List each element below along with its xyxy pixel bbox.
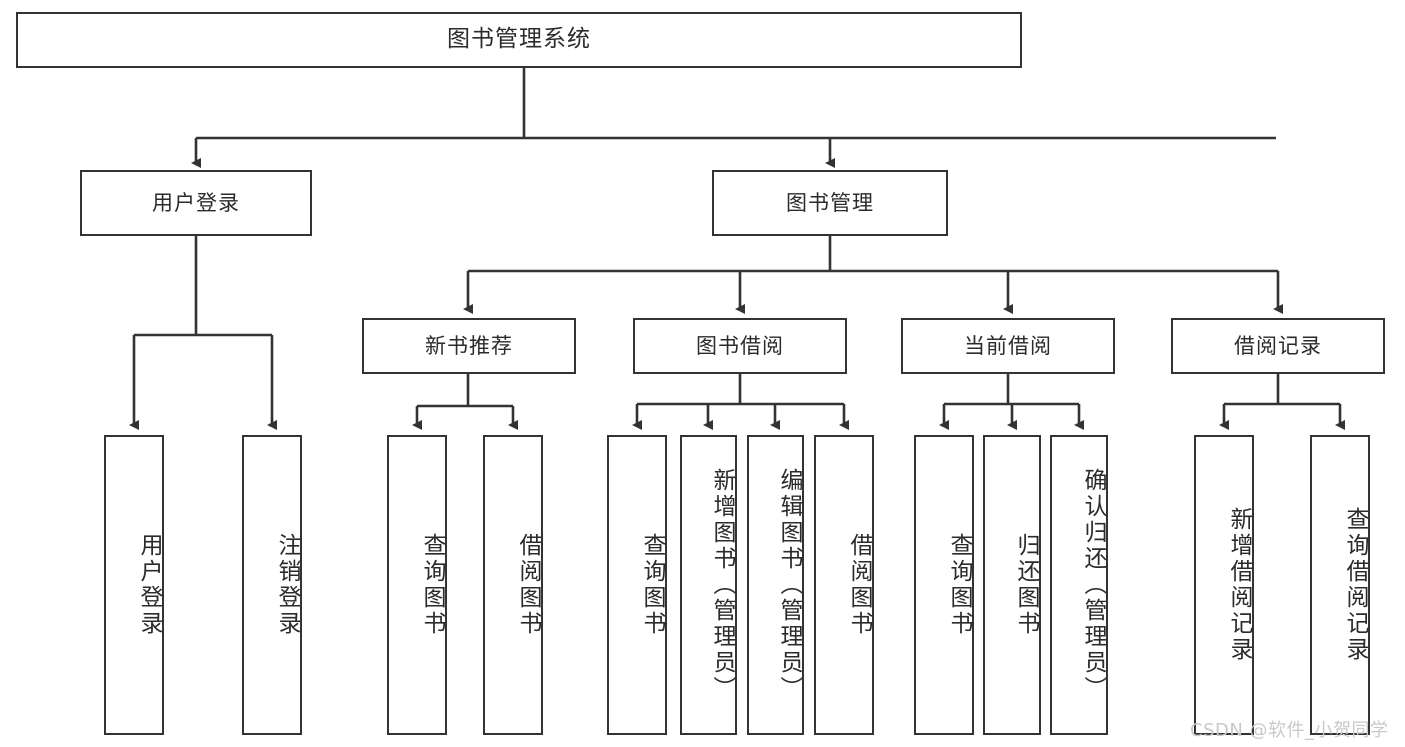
node-leaf-borrow-book-2[interactable]: 借阅图书: [814, 435, 874, 735]
node-leaf-add-borrow-record[interactable]: 新增借阅记录: [1194, 435, 1254, 735]
node-leaf-query-borrow-record[interactable]: 查询借阅记录: [1310, 435, 1370, 735]
node-leaf-borrow-book-1[interactable]: 借阅图书: [483, 435, 543, 735]
csdn-watermark: CSDN @软件_小贺同学: [1190, 720, 1389, 741]
node-leaf-user-login[interactable]: 用户登录: [104, 435, 164, 735]
node-leaf-edit-book[interactable]: 编辑图书（管理员）: [747, 435, 804, 735]
node-leaf-add-book[interactable]: 新增图书（管理员）: [680, 435, 737, 735]
node-leaf-return-book[interactable]: 归还图书: [983, 435, 1041, 735]
node-leaf-query-book-1[interactable]: 查询图书: [387, 435, 447, 735]
node-leaf-logout[interactable]: 注销登录: [242, 435, 302, 735]
node-borrow-record[interactable]: 借阅记录: [1171, 318, 1385, 374]
node-user-login[interactable]: 用户登录: [80, 170, 312, 236]
node-current-borrow[interactable]: 当前借阅: [901, 318, 1115, 374]
node-book-borrow[interactable]: 图书借阅: [633, 318, 847, 374]
node-leaf-query-book-3[interactable]: 查询图书: [914, 435, 974, 735]
node-leaf-query-book-2[interactable]: 查询图书: [607, 435, 667, 735]
node-root[interactable]: 图书管理系统: [16, 12, 1022, 68]
node-book-manage[interactable]: 图书管理: [712, 170, 948, 236]
node-new-book-recommendation[interactable]: 新书推荐: [362, 318, 576, 374]
node-leaf-confirm-return[interactable]: 确认归还（管理员）: [1050, 435, 1108, 735]
